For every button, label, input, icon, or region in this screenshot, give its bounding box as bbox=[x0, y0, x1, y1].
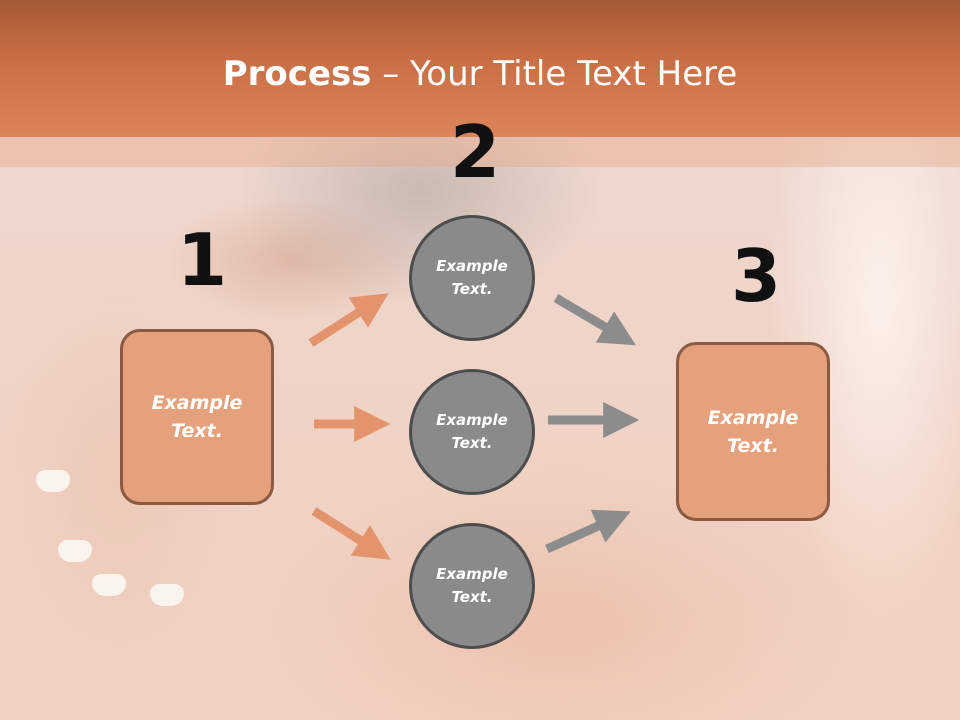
arrow-to-circle-1 bbox=[308, 293, 389, 347]
arrow-to-circle-3 bbox=[311, 507, 391, 560]
step-2-circle-top: Example Text. bbox=[409, 215, 535, 341]
step-number-3: 3 bbox=[731, 234, 782, 318]
step-number-2: 2 bbox=[450, 110, 501, 194]
circle-middle-text: Example Text. bbox=[436, 411, 508, 452]
slide-title: Process – Your Title Text Here bbox=[0, 52, 960, 96]
fingernail-decoration bbox=[58, 540, 92, 562]
title-bar-strip bbox=[0, 137, 960, 167]
step-2-circle-middle: Example Text. bbox=[409, 369, 535, 495]
step-3-text: Example Text. bbox=[707, 406, 799, 457]
fingernail-decoration bbox=[92, 574, 126, 596]
step-3-box: Example Text. bbox=[676, 342, 830, 521]
circle-bottom-text: Example Text. bbox=[436, 565, 508, 606]
step-2-circle-bottom: Example Text. bbox=[409, 523, 535, 649]
fingernail-decoration bbox=[150, 584, 184, 606]
title-bar bbox=[0, 0, 960, 137]
slide-title-rest: – Your Title Text Here bbox=[371, 54, 738, 94]
step-number-1: 1 bbox=[177, 218, 228, 302]
arrow-from-circle-3 bbox=[545, 509, 631, 554]
circle-top-text: Example Text. bbox=[436, 257, 508, 298]
slide-title-bold: Process bbox=[222, 54, 372, 94]
arrow-from-circle-1 bbox=[553, 294, 636, 346]
fingernail-decoration bbox=[36, 470, 70, 492]
step-1-box: Example Text. bbox=[120, 329, 274, 505]
step-1-text: Example Text. bbox=[151, 392, 243, 442]
